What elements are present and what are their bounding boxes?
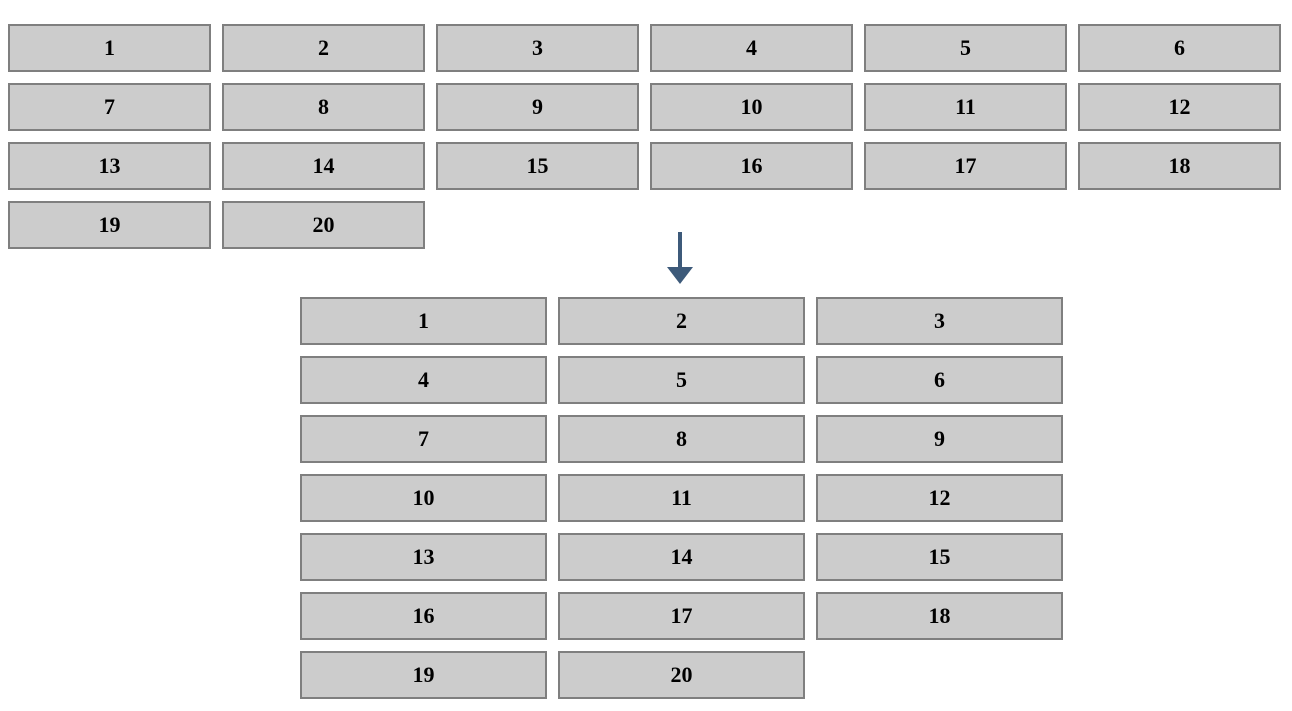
arrow-head: [667, 267, 693, 284]
top-grid-cell-17: 17: [864, 142, 1067, 190]
top-grid-cell-15: 15: [436, 142, 639, 190]
bottom-grid-cell-7: 7: [300, 415, 547, 463]
top-grid-cell-2: 2: [222, 24, 425, 72]
top-grid-cell-6: 6: [1078, 24, 1281, 72]
bottom-grid-cell-13: 13: [300, 533, 547, 581]
top-grid-cell-9: 9: [436, 83, 639, 131]
top-grid-cell-18: 18: [1078, 142, 1281, 190]
bottom-grid-cell-20: 20: [558, 651, 805, 699]
bottom-grid-cell-4: 4: [300, 356, 547, 404]
top-grid-cell-8: 8: [222, 83, 425, 131]
bottom-grid-cell-11: 11: [558, 474, 805, 522]
bottom-grid-cell-16: 16: [300, 592, 547, 640]
top-grid-cell-3: 3: [436, 24, 639, 72]
top-grid-cell-20: 20: [222, 201, 425, 249]
top-grid-cell-10: 10: [650, 83, 853, 131]
top-grid-cell-4: 4: [650, 24, 853, 72]
top-grid-cell-19: 19: [8, 201, 211, 249]
bottom-grid-cell-10: 10: [300, 474, 547, 522]
top-grid-cell-11: 11: [864, 83, 1067, 131]
bottom-grid-cell-1: 1: [300, 297, 547, 345]
top-grid-cell-12: 12: [1078, 83, 1281, 131]
bottom-grid-cell-19: 19: [300, 651, 547, 699]
arrow-down-icon: [667, 232, 693, 284]
bottom-grid-cell-3: 3: [816, 297, 1063, 345]
bottom-grid-cell-18: 18: [816, 592, 1063, 640]
bottom-grid-cell-2: 2: [558, 297, 805, 345]
bottom-grid-cell-6: 6: [816, 356, 1063, 404]
bottom-grid-cell-9: 9: [816, 415, 1063, 463]
top-grid-cell-16: 16: [650, 142, 853, 190]
bottom-grid-cell-14: 14: [558, 533, 805, 581]
top-grid-cell-5: 5: [864, 24, 1067, 72]
bottom-grid-cell-8: 8: [558, 415, 805, 463]
top-grid-cell-7: 7: [8, 83, 211, 131]
top-grid-cell-13: 13: [8, 142, 211, 190]
bottom-grid-cell-12: 12: [816, 474, 1063, 522]
bottom-grid-cell-17: 17: [558, 592, 805, 640]
top-grid-cell-14: 14: [222, 142, 425, 190]
bottom-grid-cell-15: 15: [816, 533, 1063, 581]
top-grid-cell-1: 1: [8, 24, 211, 72]
bottom-grid-cell-5: 5: [558, 356, 805, 404]
